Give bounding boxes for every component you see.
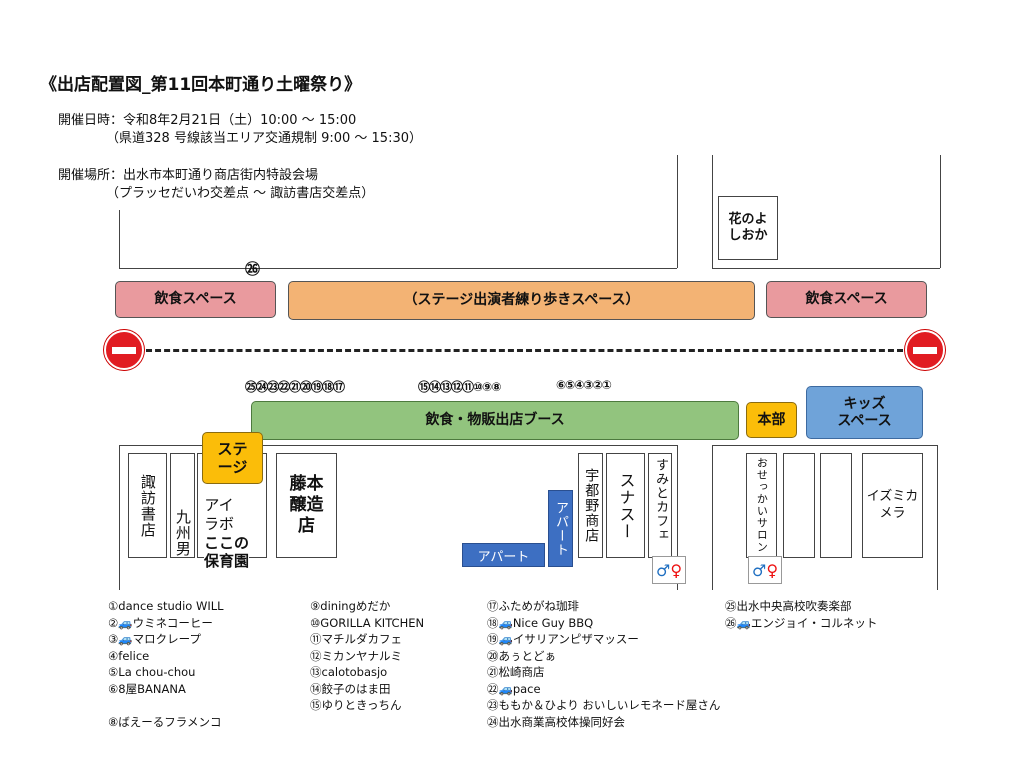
legend-item: ㉖🚙エンジョイ・コルネット	[725, 615, 878, 630]
shop-utsuno: 宇都野商店	[578, 453, 603, 558]
shop-osekkai-salon: おせっかいサロン	[746, 453, 777, 558]
building-outline	[712, 445, 938, 446]
legend-item: ①dance studio WILL	[108, 599, 224, 613]
toilet-icon: ♂♀	[652, 556, 686, 584]
legend-item: ⑭餃子のはま田	[310, 681, 391, 696]
building-outline	[119, 268, 677, 269]
shop-suwa: 諏訪書店	[128, 453, 167, 558]
car-icon: 🚙	[118, 615, 133, 630]
building-outline	[712, 155, 713, 268]
legend-item: ③🚙マロクレープ	[108, 632, 201, 646]
toilet-icon: ♂♀	[748, 556, 782, 584]
building-outline	[940, 155, 941, 268]
legend-item: ㉕出水中央高校吹奏楽部	[725, 599, 852, 613]
shop-sunasu: スナスー	[606, 453, 645, 558]
zone-kids-space: キッズ スペース	[806, 386, 923, 439]
booth-numbers-group1: ㉕㉔㉓㉒㉑⑳⑲⑱⑰	[245, 380, 345, 394]
legend-item: ⑫ミカンヤナルミ	[310, 648, 402, 663]
legend-item: ⑰ふためがね珈琲	[487, 599, 579, 613]
legend-item: ㉔出水商業高校体操同好会	[487, 714, 625, 729]
legend-item: ⑱🚙Nice Guy BBQ	[487, 615, 594, 630]
legend-item: ㉒🚙pace	[487, 681, 541, 696]
building-outline	[712, 268, 940, 269]
venue-range: （プラッセだいわ交差点 ～ 諏訪書店交差点）	[106, 186, 375, 201]
legend-item: ⑲🚙イサリアンピザマッスー	[487, 632, 639, 646]
car-icon: 🚙	[498, 632, 513, 646]
zone-booths: 飲食・物販出店ブース	[251, 401, 739, 440]
building-outline	[937, 445, 938, 590]
shop-ailab: アイ ラボ	[204, 496, 235, 533]
event-date: 開催日時：令和8年2月21日（土）10:00 ～ 15:00	[58, 113, 357, 128]
booth-numbers-group2: ⑮⑭⑬⑫⑪⑩⑨⑧	[418, 380, 501, 394]
shop-fujimoto: 藤本 醸造 店	[276, 453, 337, 558]
legend-item: ⑨diningめだか	[310, 599, 391, 613]
page-title: 《出店配置図_第11回本町通り土曜祭り》	[40, 75, 362, 95]
legend-item: ㉓ももか＆ひより おいしいレモネード屋さん	[487, 698, 721, 712]
legend-item: ⑥8屋BANANA	[108, 681, 186, 696]
legend-item: ⑪マチルダカフェ	[310, 632, 402, 646]
legend-item: ㉑松崎商店	[487, 665, 545, 679]
legend-item: ⑮ゆりときっちん	[310, 698, 402, 712]
legend-col3: ⑰ふためがね珈琲 ⑱🚙Nice Guy BBQ ⑲🚙イサリアンピザマッスー ⑳あぅとど…	[487, 598, 720, 730]
event-venue: 開催場所：出水市本町通り商店街内特設会場	[58, 168, 319, 183]
building-outline	[119, 445, 120, 590]
legend-item	[108, 697, 224, 714]
booth-numbers-group3: ⑥⑤④③②①	[556, 378, 612, 392]
zone-food-right: 飲食スペース	[766, 281, 927, 318]
legend-item: ⑤La chou-chou	[108, 665, 196, 679]
car-icon: 🚙	[118, 632, 133, 646]
apartment-horizontal: アパート	[462, 543, 545, 567]
legend-item: ⑬calotobasjo	[310, 665, 388, 679]
legend-item: ②🚙ウミネコーヒー	[108, 615, 213, 630]
shop-empty	[820, 453, 852, 558]
legend-item: ⑳あぅとどぁ	[487, 648, 556, 663]
apartment-vertical: アパート	[548, 490, 573, 567]
building-outline	[119, 210, 120, 268]
zone-stage-walk: （ステージ出演者練り歩きスペース）	[288, 281, 755, 320]
traffic-restriction: （県道328 号線該当エリア交通規制 9:00 ～ 15:30）	[106, 131, 422, 146]
legend-item: ⑩GORILLA KITCHEN	[310, 615, 425, 630]
shop-sumito-cafe: すみとカフェ	[648, 453, 672, 558]
legend-col2: ⑨diningめだか ⑩GORILLA KITCHEN ⑪マチルダカフェ ⑫ミカンヤナ…	[310, 598, 424, 714]
car-icon: 🚙	[498, 615, 513, 630]
shop-kokono: ここの 保育園	[204, 533, 250, 571]
legend-item: ⑧ばえーるフラメンコ	[108, 714, 222, 729]
zone-food-left: 飲食スペース	[115, 281, 276, 318]
building-outline	[119, 445, 677, 446]
no-entry-icon	[905, 330, 945, 370]
road-closure-line	[146, 349, 903, 352]
shop-kyushu: 九州男	[170, 453, 195, 558]
building-outline	[712, 445, 713, 590]
building-outline	[677, 155, 678, 268]
stage: ステ ージ	[202, 432, 263, 484]
shop-empty	[783, 453, 815, 558]
car-icon: 🚙	[736, 615, 751, 630]
no-entry-icon	[104, 330, 144, 370]
shop-hana-yoshioka: 花のよしおか	[718, 196, 778, 260]
shop-izumi-camera: イズミカ メラ	[862, 453, 923, 558]
zone-headquarters: 本部	[746, 402, 797, 438]
legend-item: ④felice	[108, 648, 150, 663]
legend-col1: ①dance studio WILL ②🚙ウミネコーヒー ③🚙マロクレープ ④feli…	[108, 598, 224, 730]
marker-26: ㉖	[245, 260, 261, 278]
car-icon: 🚙	[498, 681, 513, 696]
building-outline	[677, 445, 678, 590]
